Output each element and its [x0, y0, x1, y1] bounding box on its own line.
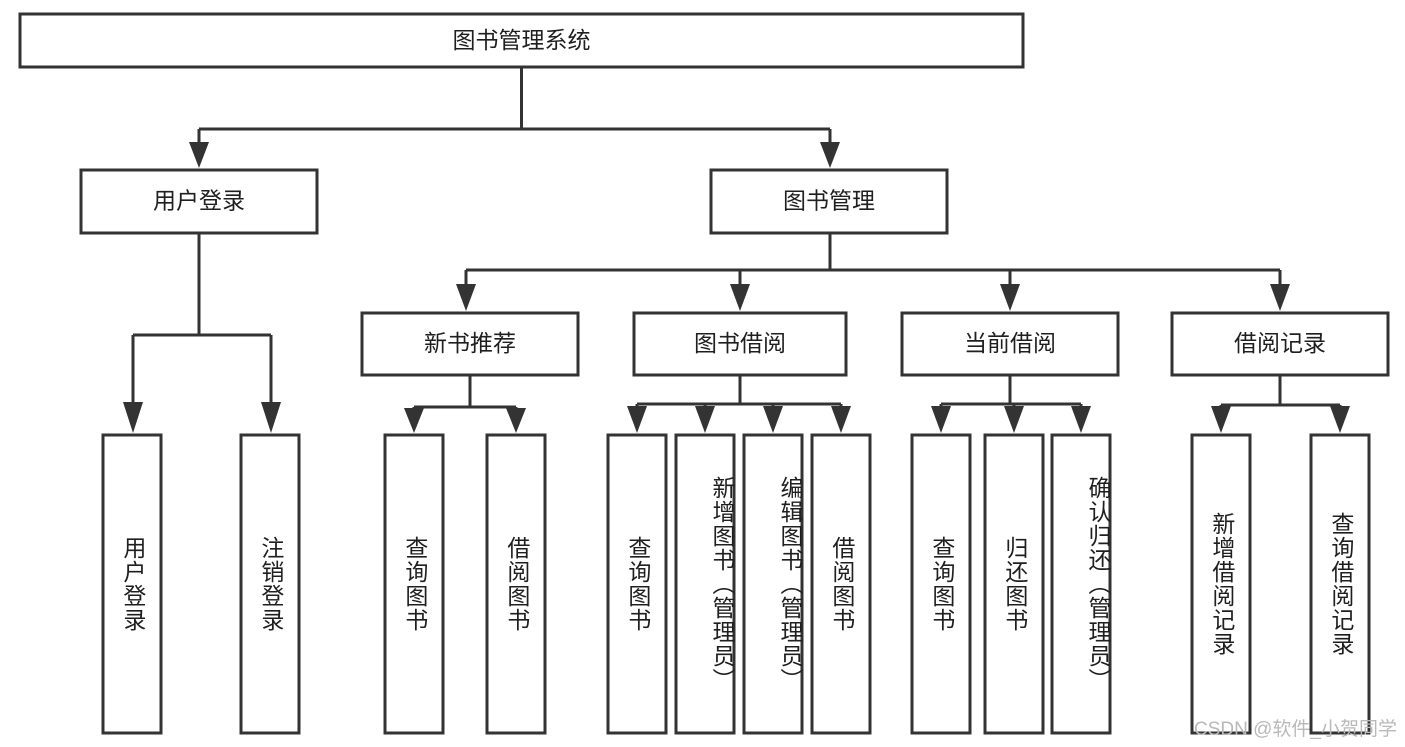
leaf-rect-query-book-2[interactable] [606, 433, 668, 735]
node-root-label: 图书管理系统 [453, 27, 591, 53]
leaf-rect-user-login[interactable] [101, 433, 163, 735]
arrow-to-new-book-rec [456, 284, 476, 311]
node-borrow-record[interactable]: 借阅记录 [1170, 311, 1390, 377]
arrow-to-current-borrow [1000, 284, 1020, 311]
arrow-leaf-borrow-book-2 [831, 406, 851, 433]
node-current-borrow-rect[interactable] [900, 311, 1120, 377]
node-new-book-recommend-label: 新书推荐 [424, 330, 516, 356]
node-user-login-rect[interactable] [79, 168, 319, 235]
node-new-book-recommend-rect[interactable] [360, 311, 580, 377]
node-root-rect[interactable] [18, 12, 1025, 69]
arrow-to-user-login [189, 142, 209, 168]
leaf-rect-query-borrow-record[interactable] [1309, 433, 1371, 735]
csdn-watermark: CSDN @软件_小贺同学 [1194, 719, 1397, 740]
node-user-login[interactable]: 用户登录 [79, 168, 319, 235]
node-book-management-rect[interactable] [709, 168, 949, 235]
leaf-rect-confirm-return[interactable] [1050, 433, 1112, 735]
node-current-borrow-label: 当前借阅 [964, 330, 1056, 356]
leaf-rect-borrow-book-1[interactable] [485, 433, 547, 735]
arrow-leaf-return-book [1004, 406, 1024, 433]
leaf-rect-edit-book[interactable] [742, 433, 804, 735]
node-book-borrow-rect[interactable] [632, 311, 848, 377]
arrow-leaf-borrow-book-1 [506, 408, 526, 433]
node-root[interactable]: 图书管理系统 [18, 12, 1025, 69]
arrow-leaf-query-book-2 [627, 406, 647, 433]
node-book-borrow[interactable]: 图书借阅 [632, 311, 848, 377]
node-borrow-record-rect[interactable] [1170, 311, 1390, 377]
arrow-leaf-user-login [123, 402, 143, 433]
arrow-leaf-add-borrow-record [1211, 406, 1231, 433]
arrow-leaf-query-book-3 [931, 406, 951, 433]
node-book-borrow-label: 图书借阅 [694, 330, 786, 356]
node-current-borrow[interactable]: 当前借阅 [900, 311, 1120, 377]
node-book-management-label: 图书管理 [783, 188, 875, 214]
leaf-rect-add-borrow-record[interactable] [1190, 433, 1252, 735]
arrow-to-borrow-record [1270, 284, 1290, 311]
arrow-to-book-mgmt [820, 142, 840, 168]
node-book-management[interactable]: 图书管理 [709, 168, 949, 235]
node-user-login-label: 用户登录 [153, 188, 245, 214]
leaf-rect-query-book-3[interactable] [910, 433, 972, 735]
arrow-to-book-borrow [730, 284, 750, 311]
leaf-rect-return-book[interactable] [983, 433, 1045, 735]
node-borrow-record-label: 借阅记录 [1234, 330, 1326, 356]
arrow-leaf-add-book [695, 406, 715, 433]
arrow-leaf-edit-book [763, 406, 783, 433]
leaf-rect-add-book[interactable] [674, 433, 736, 735]
connector-group [123, 67, 1350, 433]
leaf-rect-logout[interactable] [239, 433, 301, 735]
arrow-leaf-query-borrow-record [1330, 406, 1350, 433]
leaf-rect-group [101, 433, 1371, 735]
node-new-book-recommend[interactable]: 新书推荐 [360, 311, 580, 377]
arrow-leaf-query-book-1 [404, 408, 424, 433]
leaf-rect-borrow-book-2[interactable] [810, 433, 872, 735]
arrow-leaf-logout [261, 402, 281, 433]
arrow-leaf-confirm-return [1071, 406, 1091, 433]
leaf-rect-query-book-1[interactable] [383, 433, 445, 735]
